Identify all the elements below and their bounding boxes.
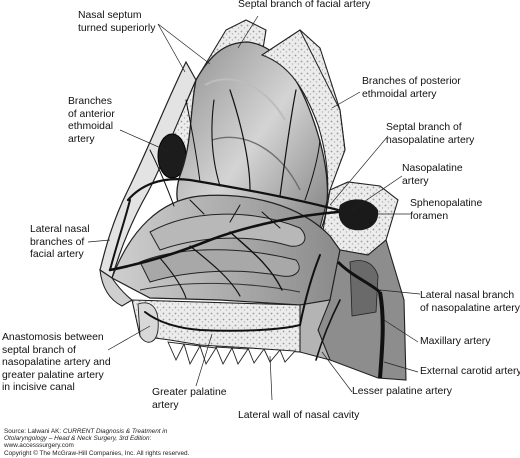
label-line: septal branch of <box>2 344 76 356</box>
artery-network <box>108 89 341 361</box>
label-line: Lateral wall of nasal cavity <box>238 410 360 421</box>
credit-suffix: : <box>149 435 152 442</box>
label-lesser-palatine: Lesser palatine artery <box>352 386 452 399</box>
label-greater-palatine: Greater palatine artery <box>152 387 227 412</box>
label-line: branches of <box>30 236 85 248</box>
label-lateral-nasal-nasopalatine: Lateral nasal branch of nasopalatine art… <box>420 290 520 315</box>
copyright-text: Copyright © The McGraw-Hill Companies, I… <box>4 450 190 457</box>
teeth <box>167 341 296 366</box>
label-maxillary-artery: Maxillary artery <box>420 336 490 349</box>
label-line: of nasopalatine artery <box>420 302 520 314</box>
label-septal-branch-facial-artery: Septal branch of facial artery <box>238 0 370 12</box>
label-line: Lesser palatine artery <box>352 386 452 397</box>
label-septal-branch-nasopalatine: Septal branch of nasopalatine artery <box>386 122 474 147</box>
label-line: Lateral nasal branch <box>420 290 515 301</box>
label-line: artery <box>68 133 95 145</box>
label-line: Branches of posterior <box>362 76 461 87</box>
label-line: of anterior <box>68 108 115 120</box>
copyright-line: Copyright © The McGraw-Hill Companies, I… <box>4 450 189 457</box>
label-line: Anastomosis between <box>2 332 104 343</box>
source-credit-url: www.accesssurgery.com <box>4 442 74 449</box>
label-posterior-ethmoidal: Branches of posterior ethmoidal artery <box>362 76 461 101</box>
label-line: facial artery <box>30 249 84 261</box>
label-line: greater palatine artery <box>2 369 104 381</box>
label-line: nasopalatine artery and <box>2 357 111 369</box>
source-credit-line2: Otolaryngology – Head & Neck Surgery, 3r… <box>4 435 151 442</box>
label-line: artery <box>152 399 179 411</box>
label-line: Nasal septum <box>78 10 142 21</box>
label-sphenopalatine-foramen: Sphenopalatine foramen <box>410 198 482 223</box>
label-line: Maxillary artery <box>420 336 491 347</box>
label-line: Lateral nasal <box>30 224 90 235</box>
credit-prefix: Source: Lalwani AK: <box>4 428 63 435</box>
label-line: artery <box>402 175 429 187</box>
source-credit-line1: Source: Lalwani AK: CURRENT Diagnosis & … <box>4 428 167 435</box>
label-nasal-septum: Nasal septum turned superiorly <box>78 10 155 35</box>
label-line: turned superiorly <box>78 22 156 34</box>
label-line: Sphenopalatine <box>410 198 483 209</box>
posterior-bony-wall <box>260 29 346 236</box>
label-nasopalatine-artery: Nasopalatine artery <box>402 163 463 188</box>
label-line: Greater palatine <box>152 387 227 398</box>
label-line: Septal branch of facial artery <box>238 0 371 10</box>
label-external-carotid: External carotid artery <box>420 366 520 379</box>
palate-maxilla <box>131 299 301 353</box>
credit-title-part2: Otolaryngology – Head & Neck Surgery, 3r… <box>4 435 150 442</box>
label-anastomosis: Anastomosis between septal branch of nas… <box>2 332 111 395</box>
label-line: nasopalatine artery <box>386 134 475 146</box>
label-line: ethmoidal <box>68 121 114 133</box>
label-line: External carotid artery <box>420 366 520 377</box>
credit-url: www.accesssurgery.com <box>4 442 74 449</box>
label-line: Branches <box>68 96 112 107</box>
label-line: ethmoidal artery <box>362 88 437 100</box>
label-line: Septal branch of <box>386 122 462 133</box>
leader-lines <box>87 15 421 401</box>
label-lateral-nasal-facial: Lateral nasal branches of facial artery <box>30 224 90 262</box>
label-line: foramen <box>410 210 449 222</box>
label-line: in incisive canal <box>2 382 75 394</box>
external-carotid-vessel <box>336 260 385 379</box>
label-line: Nasopalatine <box>402 163 463 174</box>
label-anterior-ethmoidal: Branches of anterior ethmoidal artery <box>68 96 115 146</box>
credit-title-part1: CURRENT Diagnosis & Treatment in <box>62 428 168 435</box>
label-lateral-wall: Lateral wall of nasal cavity <box>238 410 359 423</box>
